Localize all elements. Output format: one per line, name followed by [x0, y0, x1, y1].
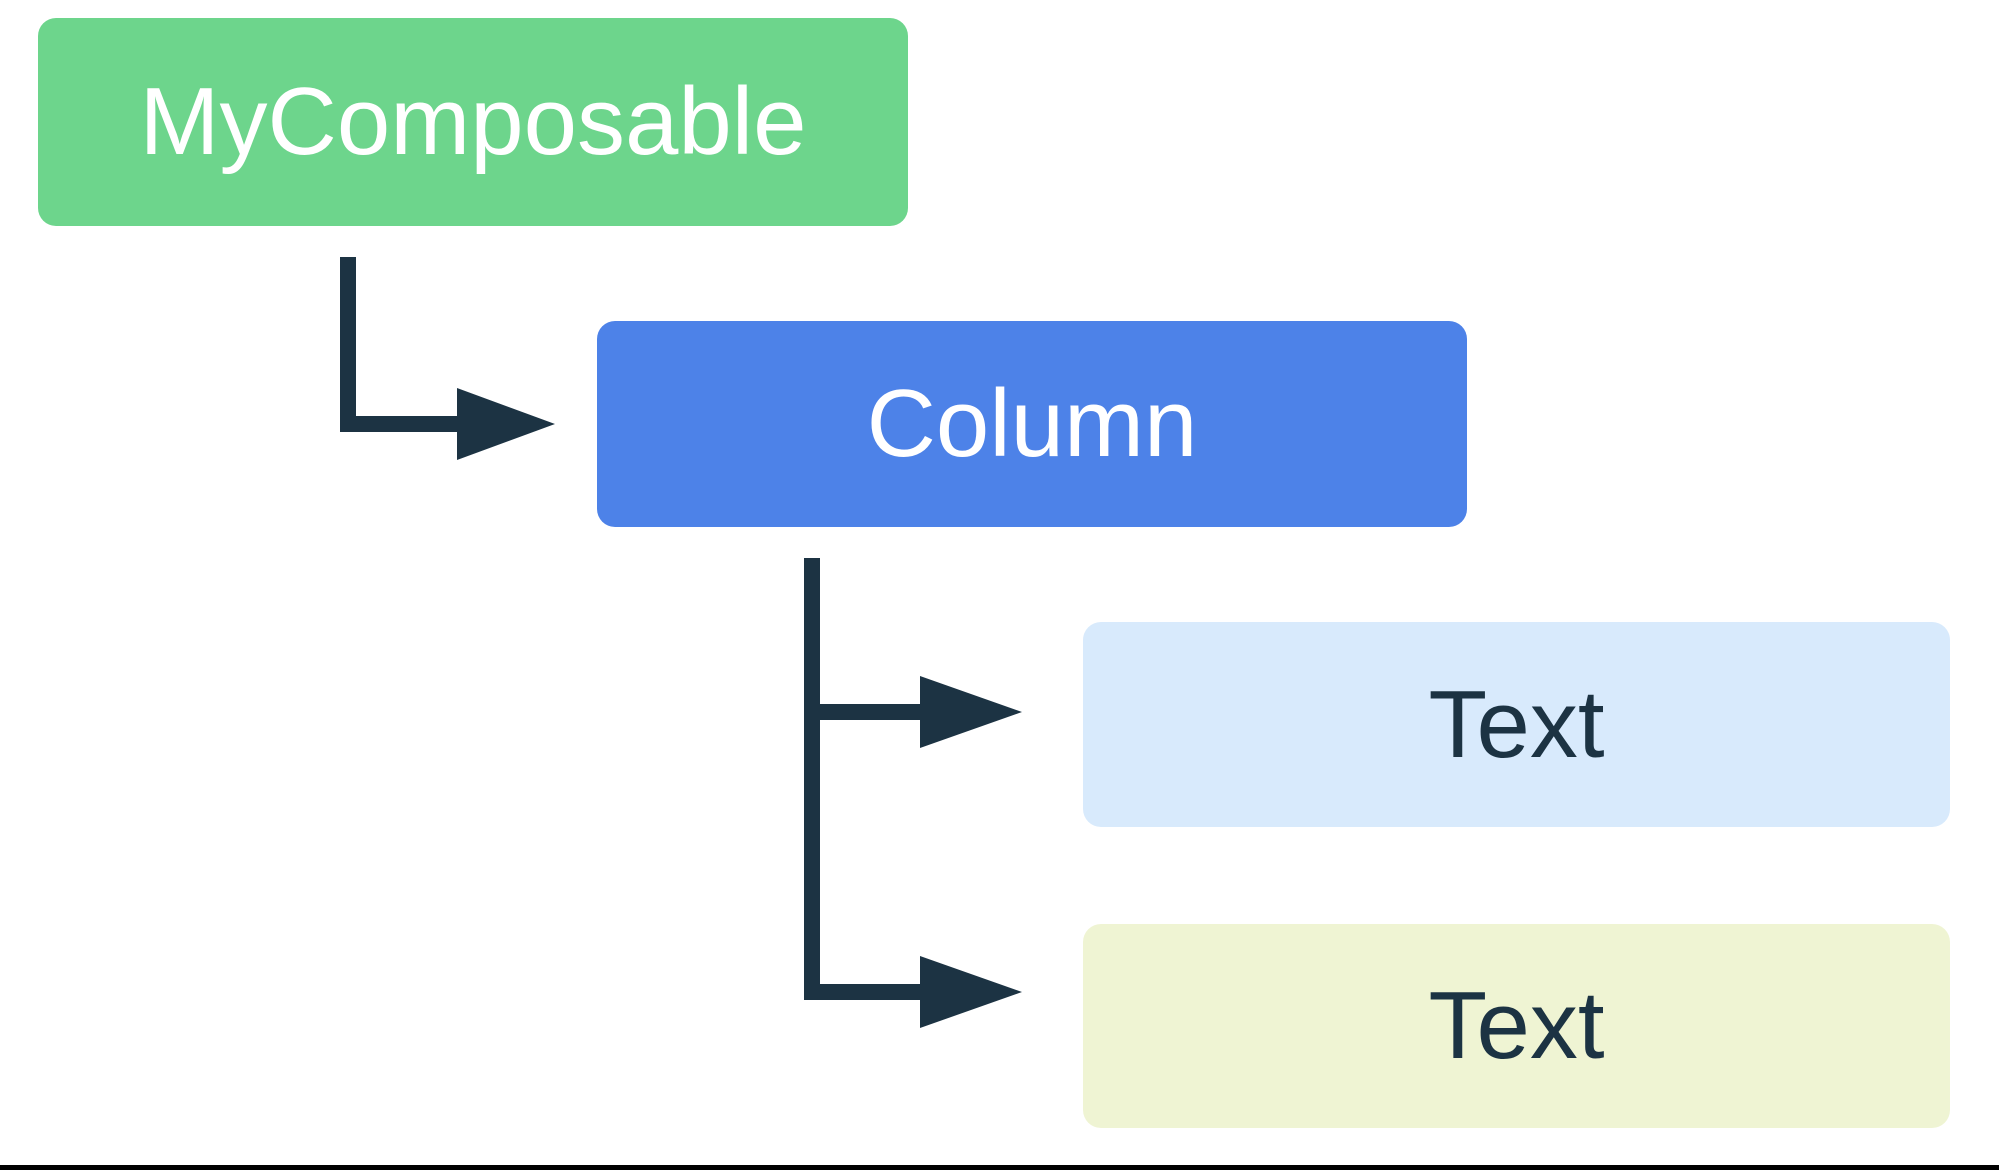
node-text-1: Text: [1083, 622, 1950, 827]
connector-horizontal-segment-top: [804, 704, 920, 720]
connector-column-to-texts: [804, 558, 1022, 1028]
node-column: Column: [597, 321, 1467, 527]
arrowhead-icon: [457, 388, 555, 460]
connector-vertical-segment: [804, 558, 820, 1000]
arrowhead-icon: [920, 956, 1022, 1028]
node-text-1-label: Text: [1428, 670, 1605, 778]
node-text-2-label: Text: [1428, 972, 1605, 1079]
node-mycomposable: MyComposable: [38, 18, 908, 226]
node-column-label: Column: [866, 370, 1198, 477]
connector-vertical-segment: [340, 257, 356, 432]
connector-horizontal-segment: [340, 416, 457, 432]
node-text-2: Text: [1083, 924, 1950, 1128]
node-mycomposable-label: MyComposable: [139, 68, 807, 175]
connector-horizontal-segment-bottom: [804, 984, 920, 1000]
arrowhead-icon: [920, 676, 1022, 748]
bottom-rule: [0, 1165, 1999, 1170]
connector-mycomposable-to-column: [340, 257, 555, 460]
